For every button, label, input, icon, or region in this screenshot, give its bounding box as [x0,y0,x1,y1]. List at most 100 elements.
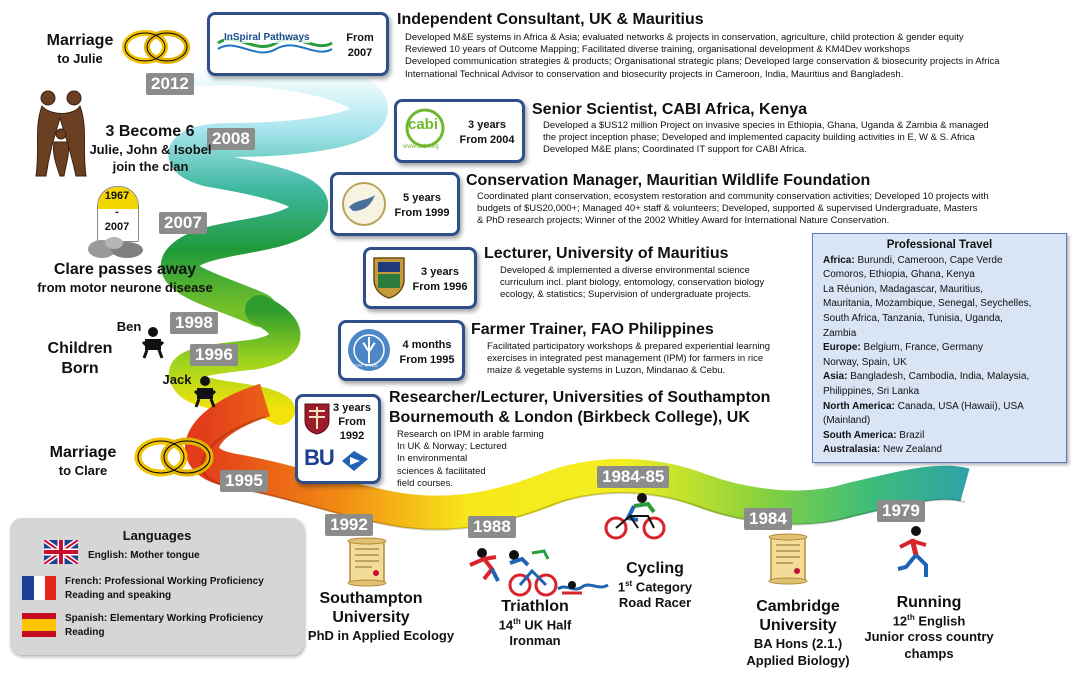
year-tag-1984: 1984 [744,508,792,530]
job-line: ecology, & statistics; Supervision of un… [500,289,752,301]
job-card-southampton: 3 years From 1992 BU [295,394,381,484]
cabi-logo-sub: www.cabi.org [403,144,439,150]
job-line: Research on IPM in arable farming [397,429,544,440]
uk-flag-icon [44,540,78,564]
job-line: & PhD research projects; Winner of the 2… [477,215,890,227]
fao-logo-text: FIAT PANIS [354,363,378,368]
gravestone-year-end: 2007 [104,221,130,233]
job-description: Developed & implemented a diverse enviro… [500,265,764,302]
region-line: Brazil [896,429,925,441]
job-line: Coordinated plant conservation, ecosyste… [477,191,989,202]
job-line: Developed a $US12 million Project on inv… [543,120,989,131]
southampton-title-1: Southampton [319,590,423,607]
wedding-rings-icon-2 [134,437,214,477]
travel-africa: Africa: Burundi, Cameroon, Cape Verde [823,254,1056,269]
fao-logo-icon [348,329,390,371]
job-duration-line3: 1992 [339,430,365,442]
job-description: Facilitated participatory workshops & pr… [487,341,770,378]
southampton-crest-icon [304,403,330,435]
region-line: Belgium, France, Germany [860,342,984,354]
year-tag-1995: 1995 [220,470,268,492]
year-tag-1988: 1988 [468,516,516,538]
cycling-sub1: 1st Category [590,579,720,595]
cambridge-title-1: Cambridge [756,598,840,615]
year-tag-1984-85: 1984-85 [597,466,670,488]
region-line: Bangladesh, Cambodia, India, Malaysia, [847,371,1030,383]
triathlon-icon [469,548,609,597]
cambridge-sub2: Applied Biology) [746,653,850,668]
children-title-1: Children [47,340,113,357]
job-line: Reviewed 10 years of Outcome Mapping; Fa… [405,44,910,56]
running-sub1: 12th English [864,613,994,629]
region-line: La Réunion, Madagascar, Mauritius, [823,283,984,295]
job-duration-line2: From 1999 [394,207,450,219]
travel-europe: Europe: Belgium, France, Germany [823,341,1056,356]
job-line: In UK & Norway; Lectured [397,441,507,453]
family-sculpture-icon [35,90,87,177]
cycling-sub1-num: 1 [617,579,626,595]
job-line: In environmental [397,453,468,465]
triathlon-sub1-num: 14 [498,617,514,633]
job-line: sciences & facilitated [397,465,486,477]
job-duration-line1: 3 years [421,266,459,278]
region-line: (Mainland) [823,415,871,427]
travel-asia: Asia: Bangladesh, Cambodia, India, Malay… [823,370,1056,385]
job-line: International Technical Advisor to conse… [405,68,904,80]
spain-flag-icon [22,613,56,637]
job-description: Research on IPM in arable farming In UK … [397,429,544,490]
cambridge-title-2: University [759,617,837,634]
year-tag-1998: 1998 [170,312,218,334]
job-description: Coordinated plant conservation, ecosyste… [477,191,989,228]
language-english: English: Mother tongue [88,550,200,561]
triathlon-title: Triathlon [501,598,569,615]
baby-icon [141,327,165,359]
languages-title: Languages [122,528,192,543]
job-duration-line2: From 2004 [459,134,515,146]
cabi-logo-icon [405,108,445,148]
running-sub1-rest: English [914,613,966,629]
cycling-sub2: Road Racer [618,595,692,610]
job-duration-line1: From [346,32,374,44]
cycling-sub1-sup: st [625,579,633,588]
language-french-2: Reading and speaking [65,590,172,601]
triathlon-sub1-sup: th [513,617,521,626]
three-become-six-title: 3 Become 6 [105,123,195,140]
region-line: Burundi, Cameroon, Cape Verde [854,254,1003,266]
bu-logo-text: BU [304,445,335,470]
diploma-scroll-icon [347,537,387,587]
running-icon [897,526,928,577]
job-line: Facilitated participatory workshops & pr… [487,341,771,352]
job-card-fao: FIAT PANIS 4 months From 1995 [338,320,465,381]
job-line: maize & vegetable systems in Luzon, Mind… [487,365,726,377]
mwf-bird-logo-icon [342,182,386,226]
year-tag-1992: 1992 [325,514,373,536]
region-name: North America: [823,400,895,412]
job-duration-line1: 3 years [333,402,371,414]
job-line: field courses. [397,477,453,489]
marriage-julie-title: Marriage [46,32,114,49]
job-duration-line2: From 1995 [399,354,455,366]
southampton-title-2: University [332,609,410,626]
clare-passes-title: Clare passes away [53,261,197,278]
triathlon-sub1: 14th UK Half [470,617,600,633]
year-tag-2008: 2008 [207,128,255,150]
region-line: Comoros, Ethiopia, Ghana, Kenya [823,269,975,281]
region-line: Norway, Spain, UK [823,356,907,368]
year-tag-2012: 2012 [146,73,194,95]
triathlon-sub1-rest: UK Half [520,617,572,633]
job-description: Developed M&E systems in Africa & Asia; … [405,32,1000,81]
language-spanish-1: Spanish: Elementary Working Proficiency [65,613,264,624]
cycling-sub1-rest: Category [632,579,693,595]
job-card-uom: 3 years From 1996 [363,247,477,309]
inspiral-logo-icon [217,37,333,54]
gravestone-year-start: 1967 [104,190,130,202]
region-line: South Africa, Tanzania, Tunisia, Uganda, [823,312,1003,324]
job-title: Lecturer, University of Mauritius [484,245,729,262]
inspiral-logo-text: InSpiral Pathways [224,32,310,43]
diploma-scroll-icon-2 [768,533,808,585]
professional-travel-panel: Professional Travel Africa: Burundi, Cam… [812,233,1067,463]
baby-icon-2 [193,376,217,408]
year-tag-1979: 1979 [877,500,925,522]
region-name: Africa: [823,254,855,266]
travel-north-america: North America: Canada, USA (Hawaii), USA [823,400,1056,415]
